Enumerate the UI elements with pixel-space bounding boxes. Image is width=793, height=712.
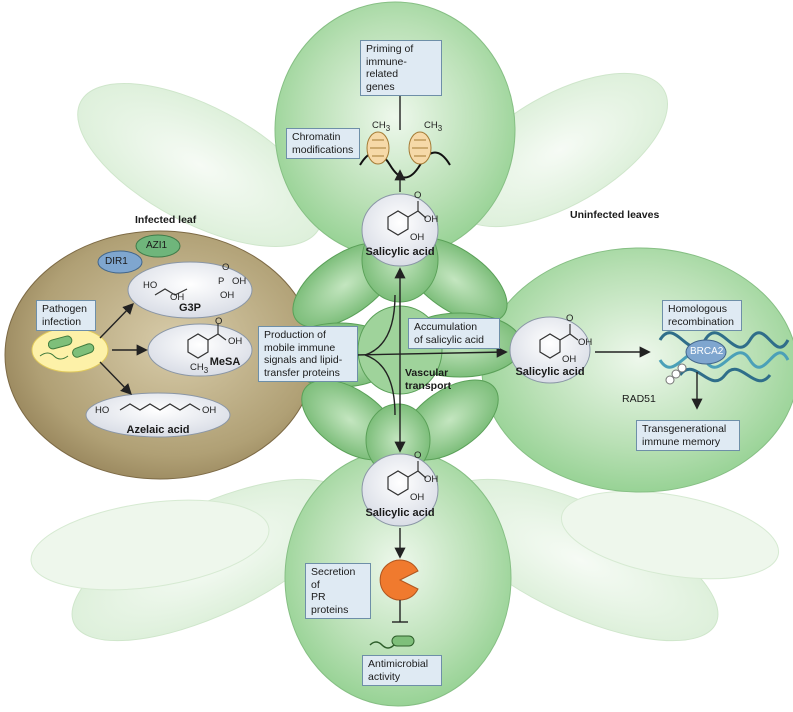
oh-mesa-label: OH xyxy=(228,336,243,347)
oh-sa-right-label: OH xyxy=(578,337,593,348)
box-line: Antimicrobial xyxy=(368,658,429,670)
box-line: Transgenerational xyxy=(642,423,727,435)
ch3-text: CH xyxy=(190,362,204,373)
o-sa-right-label: O xyxy=(566,313,574,324)
box-line: infection xyxy=(42,315,82,328)
box-line: immune memory xyxy=(642,435,721,448)
production-box: Production of mobile immune signals and … xyxy=(258,326,358,382)
box-line: PR proteins xyxy=(311,591,349,616)
o-sa-bottom-label: O xyxy=(414,450,422,461)
box-line: Priming of xyxy=(366,43,414,55)
transgenerational-box: Transgenerational immune memory xyxy=(636,420,740,451)
ch3-mesa-label: CH3 xyxy=(190,362,208,375)
oh-azelaic-label: OH xyxy=(202,405,217,416)
label-line: Vascular xyxy=(405,367,449,379)
box-line: genes xyxy=(366,80,395,93)
pathogen-cell xyxy=(31,327,109,373)
oh-sa-top-label: OH xyxy=(424,214,439,225)
dir1-pill xyxy=(97,250,143,274)
azi1-label: AZI1 xyxy=(146,240,168,251)
box-line: transfer proteins xyxy=(264,366,340,379)
azelaic-oval xyxy=(85,392,231,438)
oh-g3p-label-3: OH xyxy=(220,290,235,301)
box-line: of salicylic acid xyxy=(414,333,485,346)
azelaic-acid-label: Azelaic acid xyxy=(126,424,190,436)
priming-box: Priming of immune-related genes xyxy=(360,40,442,96)
antimicrobial-box: Antimicrobial activity xyxy=(362,655,442,686)
box-line: Chromatin xyxy=(292,131,341,143)
oh-sa-bottom-label: OH xyxy=(424,474,439,485)
chromatin-box: Chromatin modifications xyxy=(286,128,360,159)
oh-g3p-label-2: OH xyxy=(232,276,247,287)
infected-leaf-title: Infected leaf xyxy=(135,214,197,226)
pr-protein-icon xyxy=(379,559,419,601)
pathogen-infection-box: Pathogen infection xyxy=(36,300,96,331)
oh-sa-right-label-2: OH xyxy=(562,354,577,365)
g3p-label: G3P xyxy=(178,302,201,314)
vascular-transport-label: Vascular transport xyxy=(405,367,451,392)
homologous-box: Homologous recombination xyxy=(662,300,742,331)
sa-label-top: Salicylic acid xyxy=(365,246,435,258)
box-line: Pathogen xyxy=(42,303,87,315)
background-leaves xyxy=(30,72,780,642)
ch3-sub: 3 xyxy=(203,365,209,375)
ch3-sub: 3 xyxy=(385,123,391,133)
box-line: activity xyxy=(368,670,401,683)
oh-sa-bottom-label-2: OH xyxy=(410,492,425,503)
ch3-text: CH xyxy=(372,120,386,131)
box-line: signals and lipid- xyxy=(264,354,343,366)
box-line: modifications xyxy=(292,143,354,156)
oh-sa-top-label-2: OH xyxy=(410,232,425,243)
oh-g3p-label: OH xyxy=(170,292,185,303)
mesa-oval xyxy=(147,323,253,377)
benzene-rings xyxy=(119,201,579,496)
secretion-box: Secretion of PR proteins xyxy=(305,563,371,619)
box-line: Accumulation xyxy=(414,321,478,333)
ch3-left-label: CH3 xyxy=(372,120,390,133)
g3p-oval xyxy=(127,261,253,319)
uninfected-leaves-title: Uninfected leaves xyxy=(570,209,660,221)
box-line: recombination xyxy=(668,315,734,328)
box-line: Production of xyxy=(264,329,326,341)
sa-label-right: Salicylic acid xyxy=(515,366,585,378)
ho-g3p-label: HO xyxy=(143,280,158,291)
dir1-label: DIR1 xyxy=(105,256,128,267)
dna-helix xyxy=(658,331,790,385)
mesa-label: MeSA xyxy=(209,356,241,368)
box-line: Secretion of xyxy=(311,566,356,591)
o-mesa-label: O xyxy=(215,316,223,327)
box-line: immune-related xyxy=(366,55,407,81)
ch3-sub: 3 xyxy=(437,123,443,133)
sa-label-bottom: Salicylic acid xyxy=(365,507,435,519)
box-line: Homologous xyxy=(668,303,727,315)
ch3-text: CH xyxy=(424,120,438,131)
accumulation-box: Accumulation of salicylic acid xyxy=(408,318,500,349)
microbe-icon xyxy=(369,635,415,649)
box-line: mobile immune xyxy=(264,341,336,354)
label-line: transport xyxy=(405,379,452,392)
p-g3p-label: P xyxy=(218,276,225,287)
ch3-right-label: CH3 xyxy=(424,120,442,133)
o-sa-top-label: O xyxy=(414,190,422,201)
brca2-label: BRCA2 xyxy=(690,346,724,357)
ho-azelaic-label: HO xyxy=(95,405,110,416)
o-g3p-label: O xyxy=(222,262,230,273)
azi1-pill xyxy=(135,234,181,258)
rad51-label: RAD51 xyxy=(622,393,656,405)
